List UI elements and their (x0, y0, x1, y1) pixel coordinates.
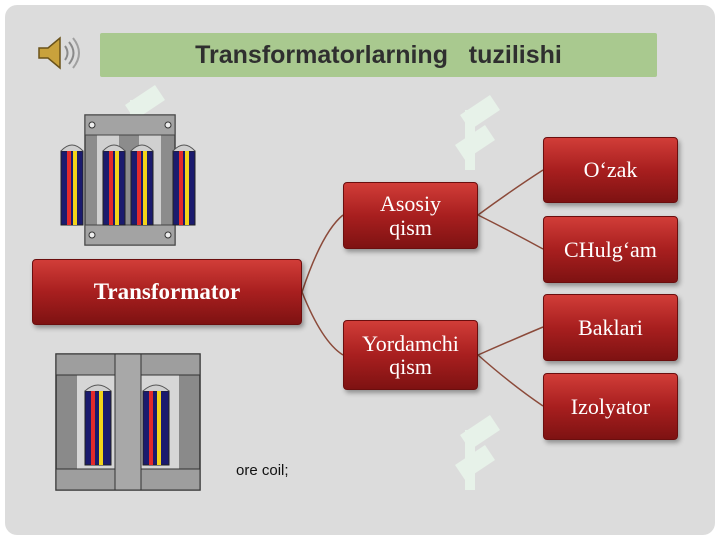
slide-title: Transformatorlarning tuzilishi (195, 40, 562, 69)
caption-text: ore coil; (236, 462, 289, 479)
node-izolyator-label: Izolyator (570, 393, 651, 419)
node-baklari-label: Baklari (578, 314, 643, 340)
transformer-core-top-illustration (60, 114, 196, 246)
transformer-core-bottom-illustration (55, 353, 201, 491)
node-yordamchi-qism: Yordamchi qism (343, 320, 478, 390)
node-asosiy-label: Asosiy qism (379, 191, 442, 240)
node-chulgam: CHulg‘am (543, 216, 678, 283)
node-root-transformator: Transformator (32, 259, 302, 325)
node-root-label: Transformator (93, 278, 241, 304)
speaker-icon[interactable] (35, 35, 81, 71)
node-asosiy-qism: Asosiy qism (343, 182, 478, 249)
node-izolyator: Izolyator (543, 373, 678, 440)
node-chulgam-label: CHulg‘am (564, 236, 657, 262)
node-baklari: Baklari (543, 294, 678, 361)
node-ozak: O‘zak (543, 137, 678, 203)
node-ozak-label: O‘zak (583, 157, 638, 183)
title-bar: Transformatorlarning tuzilishi (100, 33, 657, 77)
node-yordamchi-label: Yordamchi qism (362, 330, 459, 379)
